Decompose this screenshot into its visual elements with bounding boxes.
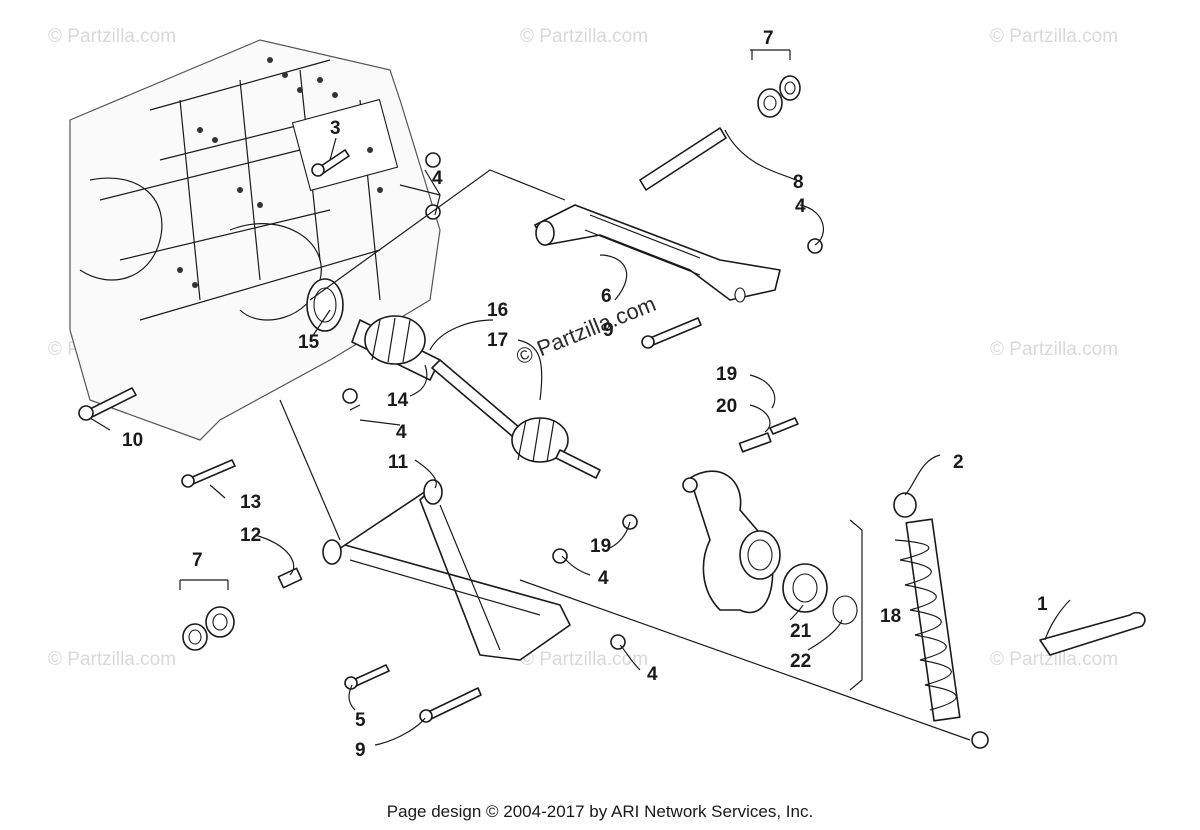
callout-number: 6 xyxy=(601,286,612,307)
watermark: © Partzilla.com xyxy=(990,26,1118,47)
spanner-wrench xyxy=(1039,611,1146,656)
callout-number: 12 xyxy=(240,525,261,546)
callout-number: 7 xyxy=(192,550,203,571)
bolt-set xyxy=(78,149,799,723)
watermark: © Partzilla.com xyxy=(48,26,176,47)
callout-number: 18 xyxy=(880,606,901,627)
knuckle-carrier xyxy=(622,432,781,614)
callout-number: 7 xyxy=(763,28,774,49)
callout-number: 13 xyxy=(240,492,261,513)
callout-number: 8 xyxy=(793,172,804,193)
vehicle-frame xyxy=(69,39,441,441)
callout-number: 10 xyxy=(122,430,143,451)
callout-number: 15 xyxy=(298,332,320,353)
shock-absorber xyxy=(893,492,989,749)
callout-number: 2 xyxy=(953,452,964,473)
callout-layer: 3 4 7 8 4 6 9 16 17 15 14 4 10 19 20 2 1… xyxy=(122,28,1048,761)
callout-number: 21 xyxy=(790,621,812,642)
page-footer: Page design © 2004-2017 by ARI Network S… xyxy=(386,802,814,821)
leader-lines xyxy=(89,49,1071,746)
callout-number: 19 xyxy=(716,364,737,385)
callout-number: 3 xyxy=(330,118,341,139)
callout-number: 1 xyxy=(1037,594,1048,615)
callout-number: 19 xyxy=(590,536,611,557)
callout-number: 17 xyxy=(487,330,508,351)
callout-number: 4 xyxy=(647,664,658,685)
callout-number: 14 xyxy=(387,390,409,411)
watermark-overlay: © Partzilla.com xyxy=(513,291,660,370)
bushing-set-upper xyxy=(757,75,801,118)
upper-a-arm xyxy=(534,204,781,303)
callout-number: 5 xyxy=(355,710,366,731)
callout-number: 4 xyxy=(396,422,407,443)
watermark: © Partzilla.com xyxy=(520,26,648,47)
watermark: © Partzilla.com xyxy=(520,649,648,670)
bearing-clip xyxy=(782,563,858,625)
bushing-set-lower xyxy=(182,567,303,651)
callout-number: 20 xyxy=(716,396,737,417)
exploded-parts-diagram: © Partzilla.com © Partzilla.com © Partzi… xyxy=(48,26,1146,761)
callout-number: 11 xyxy=(388,452,409,473)
callout-number: 4 xyxy=(432,168,443,189)
callout-number: 4 xyxy=(795,196,806,217)
lower-a-arm xyxy=(322,479,571,661)
callout-number: 9 xyxy=(355,740,366,761)
axle-shaft xyxy=(351,315,601,479)
callout-number: 4 xyxy=(598,568,609,589)
watermark: © Partzilla.com xyxy=(990,649,1118,670)
watermark: © Partzilla.com xyxy=(990,339,1118,360)
cross-shaft xyxy=(639,127,727,191)
watermark: © Partzilla.com xyxy=(48,649,176,670)
callout-number: 9 xyxy=(603,320,614,341)
callout-number: 22 xyxy=(790,651,811,672)
callout-number: 16 xyxy=(487,300,508,321)
